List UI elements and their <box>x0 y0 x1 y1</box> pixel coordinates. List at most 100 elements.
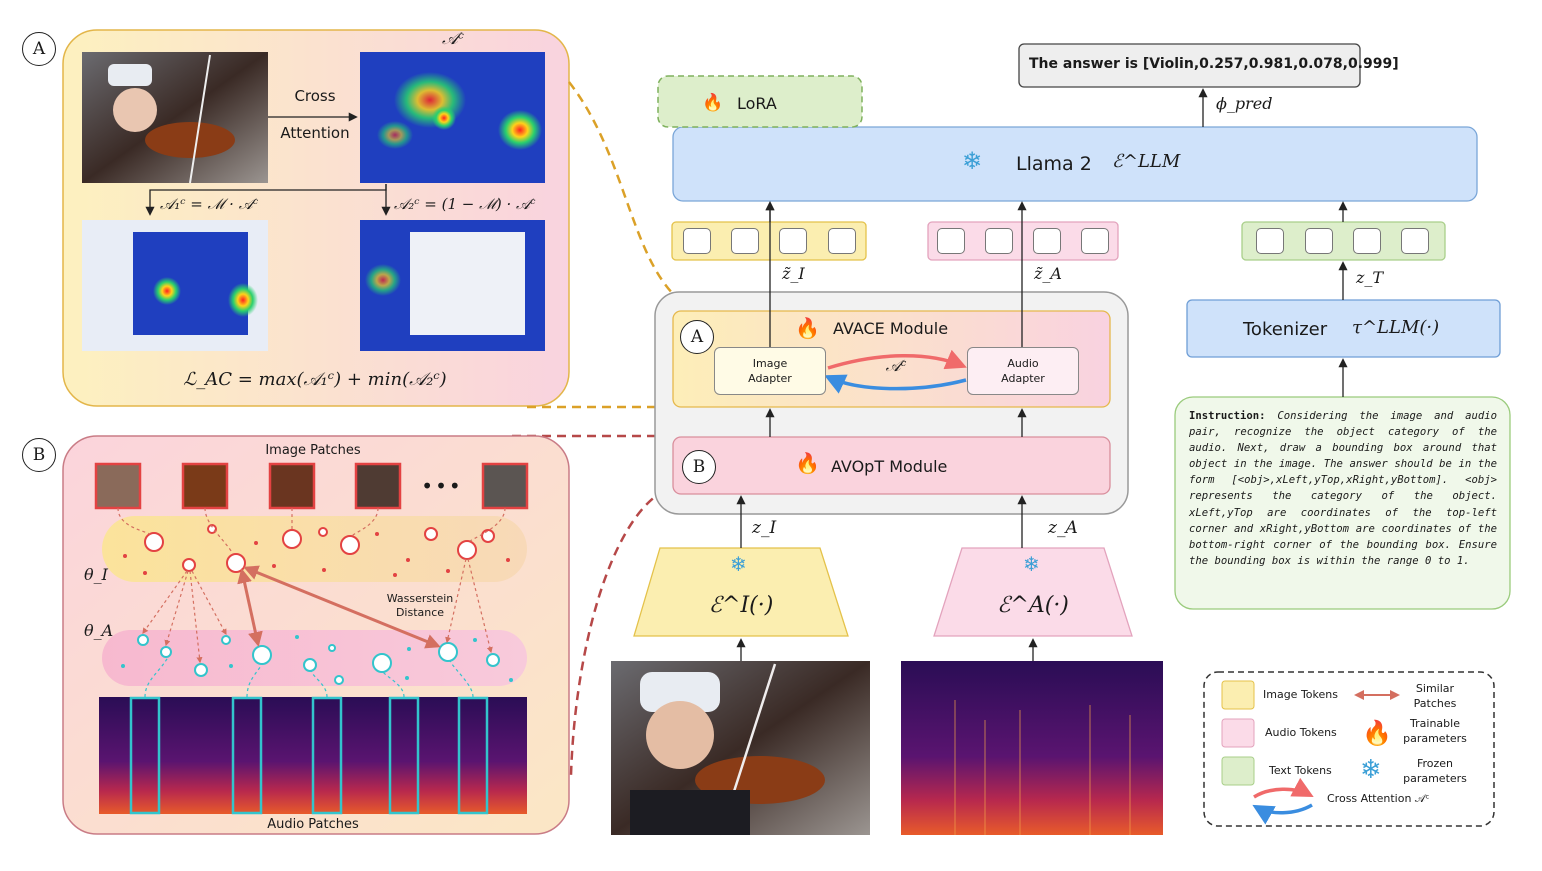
cross-attention-label-line1: Cross <box>294 87 336 105</box>
audio-adapter-line1: Audio <box>1007 357 1039 370</box>
image-encoder-shape <box>633 547 849 637</box>
llm-symbol: ℰ^LLM <box>1112 151 1181 172</box>
instruction-body: Considering the image and audio pair, re… <box>1189 410 1497 567</box>
panel-a-marker: A <box>22 32 56 66</box>
llm-frozen-icon: ❄ <box>962 147 983 175</box>
lora-flame-icon: 🔥 <box>702 93 724 113</box>
legend-frozen-line2: parameters <box>1403 772 1467 785</box>
audio-encoder-label: ℰ^A(·) <box>997 593 1069 618</box>
audio-encoder-shape <box>933 547 1133 637</box>
avace-module-label: AVACE Module <box>833 319 949 338</box>
a2-formula: 𝒜₂ᶜ = (1 − ℳ) · 𝒜ᶜ <box>394 195 536 213</box>
audio-adapter-line2: Adapter <box>1001 372 1045 385</box>
image-token-row <box>671 221 867 261</box>
theta-a-band <box>102 630 527 686</box>
panel-b-connector-bottom <box>569 488 666 776</box>
audio-adapter-box <box>967 347 1079 395</box>
tokenizer-box <box>1186 299 1501 358</box>
z-tilde-i-label: z̃_I <box>782 264 805 283</box>
legend-flame-icon: 🔥 <box>1362 719 1392 747</box>
legend-audio-tokens: Audio Tokens <box>1265 726 1337 739</box>
instruction-label: Instruction: <box>1189 410 1266 422</box>
lora-label: LoRA <box>737 94 777 113</box>
lora-box <box>657 75 863 128</box>
legend-text-swatch <box>1221 756 1255 786</box>
z-a-label: z_A <box>1048 518 1078 538</box>
theta-i-band <box>102 516 527 582</box>
legend-frozen-icon: ❄ <box>1360 755 1382 785</box>
audio-token-1 <box>937 228 965 254</box>
legend-trainable-line1: Trainable <box>1410 717 1460 730</box>
panel-b-marker: B <box>22 438 56 472</box>
avopt-flame-icon: 🔥 <box>795 451 820 475</box>
attention-map-label: 𝒜ᶜ <box>441 29 465 49</box>
image-adapter-line1: Image <box>752 357 788 370</box>
image-patches-title: Image Patches <box>265 443 361 458</box>
image-patch-row <box>94 462 529 510</box>
image-token-2 <box>731 228 759 254</box>
image-token-3 <box>779 228 807 254</box>
input-spectrogram <box>901 661 1163 835</box>
wasserstein-arrow-long <box>243 565 441 649</box>
loss-formula: ℒ_AC = max(𝒜₁ᶜ) + min(𝒜₂ᶜ) <box>183 369 447 390</box>
z-tilde-a-label: z̃_A <box>1034 264 1062 283</box>
adapter-arrow-audio-to-image <box>824 374 967 394</box>
image-encoder-frozen-icon: ❄ <box>730 552 747 576</box>
text-token-4 <box>1401 228 1429 254</box>
legend-cross-attention-red <box>1253 777 1314 799</box>
audio-distribution-points <box>137 634 500 685</box>
panel-a-connector-top <box>568 81 691 310</box>
module-b-marker: B <box>682 450 716 484</box>
audio-token-2 <box>985 228 1013 254</box>
adapter-attention-label: 𝒜ᶜ <box>885 356 907 375</box>
legend-similar-line2: Patches <box>1413 697 1457 710</box>
legend-image-swatch <box>1221 680 1255 710</box>
avace-flame-icon: 🔥 <box>795 316 820 340</box>
theta-a-label: θ_A <box>84 621 114 640</box>
legend-image-tokens: Image Tokens <box>1263 688 1338 701</box>
legend-box <box>1203 671 1495 827</box>
z-t-label: z_T <box>1356 268 1384 287</box>
theta-i-label: θ_I <box>84 565 108 584</box>
pipeline-arrows <box>736 88 1348 661</box>
image-encoder-label: ℰ^I(·) <box>708 593 774 618</box>
avopt-module-box <box>672 436 1111 495</box>
panel-a-masked-outside-map <box>360 220 545 351</box>
llm-box <box>672 126 1478 202</box>
patch-to-theta-i-links <box>117 507 506 555</box>
legend-frozen-line1: Frozen <box>1416 757 1454 770</box>
tokenizer-label: Tokenizer <box>1243 319 1328 340</box>
z-i-label: z_I <box>752 518 777 538</box>
spectrogram-harmonics <box>954 700 1131 835</box>
audio-patches-title: Audio Patches <box>267 817 359 832</box>
image-adapter-line2: Adapter <box>748 372 792 385</box>
a1-formula: 𝒜₁ᶜ = ℳ · 𝒜ᶜ <box>160 195 259 213</box>
audio-patch-links <box>144 656 474 698</box>
legend-similar-line1: Similar <box>1415 682 1455 695</box>
panel-a-original-image <box>82 52 268 184</box>
audio-token-3 <box>1033 228 1061 254</box>
adapter-arrow-image-to-audio <box>827 349 967 370</box>
wasserstein-label-line2: Distance <box>395 606 445 619</box>
theta-i-to-theta-a-links <box>142 558 493 664</box>
text-token-1 <box>1256 228 1284 254</box>
patch-ellipsis: ••• <box>421 474 463 498</box>
instruction-text: Instruction: Considering the image and a… <box>1189 408 1497 569</box>
image-adapter-box <box>714 347 826 395</box>
cross-attention-label-line2: Attention <box>280 124 350 142</box>
tokenizer-symbol: τ^LLM(·) <box>1352 317 1440 338</box>
module-a-marker: A <box>680 320 714 354</box>
answer-text: The answer is [Violin,0.257,0.981,0.078,… <box>1029 56 1399 72</box>
answer-box <box>1018 43 1361 88</box>
input-image <box>611 661 870 836</box>
wasserstein-label-line1: Wasserstein <box>386 592 454 605</box>
audio-token-row <box>927 221 1119 261</box>
avopt-module-label: AVOpT Module <box>831 457 948 476</box>
legend-cross-attention-blue <box>1252 803 1313 825</box>
audio-token-4 <box>1081 228 1109 254</box>
llm-name: Llama 2 <box>1016 153 1092 175</box>
text-token-3 <box>1353 228 1381 254</box>
image-token-1 <box>683 228 711 254</box>
legend-audio-swatch <box>1221 718 1255 748</box>
legend-cross-attention: Cross Attention 𝒜ᶜ <box>1327 792 1430 805</box>
